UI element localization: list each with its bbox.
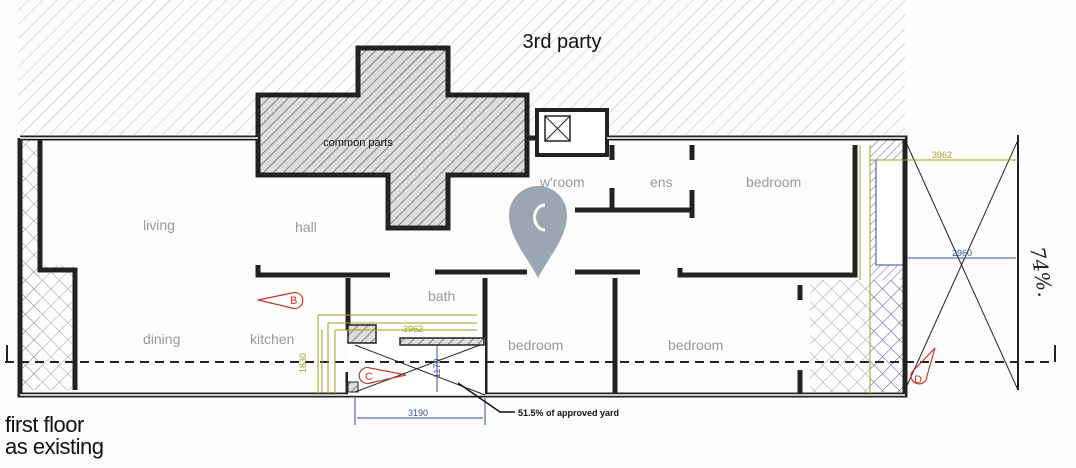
caption-line-1: first floor <box>5 412 84 437</box>
dim-3962-right: 3962 <box>932 150 952 160</box>
view-marker-c: C <box>358 366 407 385</box>
right-balcony <box>810 280 870 392</box>
dim-3962-yard: 3962 <box>403 324 423 334</box>
room-wroom: w'room <box>539 174 585 190</box>
third-party-label: 3rd party <box>523 31 602 53</box>
room-bath: bath <box>428 288 455 304</box>
room-kitchen: kitchen <box>250 331 294 347</box>
dim-1830: 1830 <box>298 353 308 373</box>
caption-line-2: as existing <box>5 434 104 459</box>
room-bedroom-right: bedroom <box>668 337 723 353</box>
svg-text:D: D <box>914 374 922 386</box>
handwritten-note: 74%. <box>1025 245 1057 299</box>
room-hall: hall <box>295 219 317 235</box>
room-living: living <box>143 217 175 233</box>
dim-1170: 1170 <box>432 359 442 378</box>
svg-text:C: C <box>365 371 373 383</box>
yard-percentage-annotation: 51.5% of approved yard <box>518 408 619 418</box>
location-pin-icon[interactable] <box>509 186 567 278</box>
right-balcony-blue <box>870 280 905 392</box>
view-marker-d: D <box>910 347 936 386</box>
room-dining: dining <box>143 331 180 347</box>
view-marker-b: B <box>257 291 304 310</box>
dim-3190: 3190 <box>408 408 428 418</box>
lift-shaft <box>535 108 609 157</box>
room-ens: ens <box>650 174 673 190</box>
dim-2960: 2960 <box>952 248 972 258</box>
room-bedroom-mid: bedroom <box>508 337 563 353</box>
room-bedroom-top: bedroom <box>746 174 801 190</box>
drawing-caption: first floor as existing <box>5 412 104 459</box>
svg-text:B: B <box>290 295 297 307</box>
common-parts-label: common parts <box>323 137 393 149</box>
